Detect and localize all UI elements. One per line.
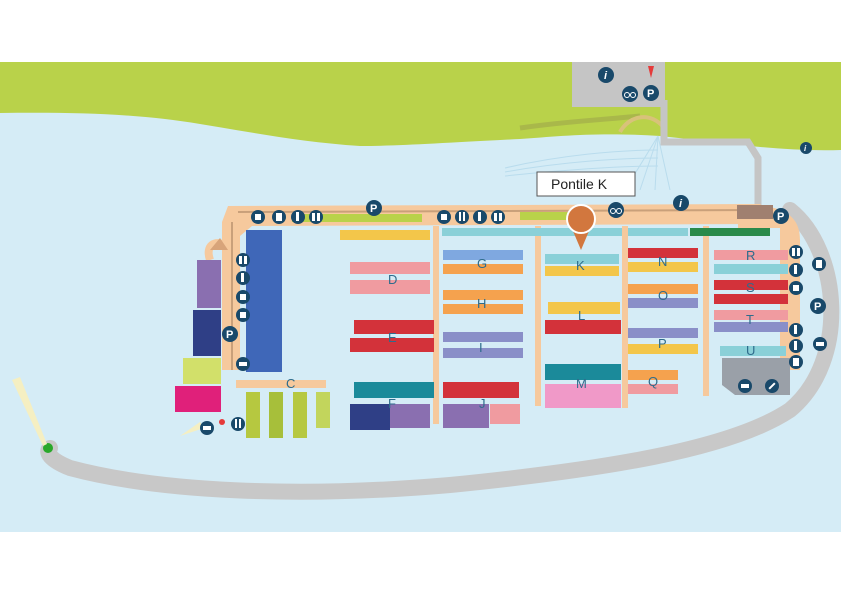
coffee-icon[interactable]: [437, 210, 451, 224]
light-beam-right: [180, 422, 204, 436]
pier-label-q: Q: [648, 374, 658, 389]
quay-green-strip: [292, 214, 422, 222]
pier-label-m: M: [576, 376, 587, 391]
waste-bin-icon[interactable]: [789, 355, 803, 369]
pier-label-c: C: [286, 376, 295, 391]
west-boathouse: [210, 238, 228, 250]
toilet-icon[interactable]: [491, 210, 505, 224]
bicycle-icon[interactable]: [608, 202, 624, 218]
pier-label-e: E: [388, 330, 397, 345]
pier-labels: C D E F G H I J K L M N O P Q R S T U: [286, 248, 755, 411]
shower-icon[interactable]: [789, 339, 803, 353]
svg-text:P: P: [647, 88, 654, 100]
pier-rstu-berths: [714, 250, 788, 356]
pier-label-g: G: [477, 256, 487, 271]
pier-label-o: O: [658, 288, 668, 303]
toilet-icon[interactable]: [236, 253, 250, 267]
svg-text:i: i: [679, 198, 683, 210]
pier-label-i: I: [479, 340, 483, 355]
service-icons[interactable]: P P P P P i i i: [200, 67, 827, 435]
coffee-icon[interactable]: [236, 290, 250, 304]
pier-label-j: J: [479, 396, 486, 411]
east-building: [737, 205, 773, 219]
restaurant-icon[interactable]: [455, 210, 469, 224]
access-road: [660, 100, 762, 215]
waste-bin-icon[interactable]: [272, 210, 286, 224]
parking-icon[interactable]: P: [643, 85, 659, 101]
pontile-callout: Pontile K: [536, 171, 636, 197]
car-icon[interactable]: [738, 379, 752, 393]
restaurant-icon[interactable]: [231, 417, 245, 431]
svg-text:P: P: [777, 211, 784, 223]
repair-wrench-icon[interactable]: [765, 379, 779, 393]
callout-label: Pontile K: [551, 176, 608, 192]
pier-label-t: T: [746, 312, 754, 327]
parking-icon[interactable]: P: [773, 208, 789, 224]
boat-ramp-icon[interactable]: [813, 337, 827, 351]
parking-icon[interactable]: P: [222, 326, 238, 342]
pier-klm-berths: [545, 254, 621, 408]
pier-label-d: D: [388, 272, 397, 287]
svg-text:i: i: [604, 70, 608, 82]
shower-icon[interactable]: [789, 323, 803, 337]
shower-icon[interactable]: [236, 271, 250, 285]
toilet-icon[interactable]: [789, 245, 803, 259]
shower-icon[interactable]: [473, 210, 487, 224]
svg-text:i: i: [804, 144, 807, 153]
pier-ghij-berths: [442, 228, 622, 428]
fuel-icon: [219, 419, 225, 425]
pier-label-f: F: [388, 396, 396, 411]
pier-def-berths: [340, 230, 434, 430]
pier-label-n: N: [658, 254, 667, 269]
parking-icon[interactable]: P: [366, 200, 382, 216]
quay-green-strip-2: [520, 212, 570, 220]
parking-icon[interactable]: P: [810, 298, 826, 314]
light-beam: [12, 377, 47, 446]
svg-text:P: P: [814, 301, 821, 313]
pier-label-u: U: [746, 343, 755, 358]
land-path: [519, 113, 641, 131]
pier-label-p: P: [658, 336, 667, 351]
svg-text:P: P: [226, 329, 233, 341]
north-arrow-icon: [648, 66, 654, 78]
repair-yard: [722, 358, 790, 395]
info-icon[interactable]: i: [598, 67, 614, 83]
location-pin-icon[interactable]: [566, 204, 596, 250]
car-icon[interactable]: [236, 357, 250, 371]
toilet-icon[interactable]: [309, 210, 323, 224]
coffee-icon[interactable]: [789, 281, 803, 295]
pier-nopq-berths: [628, 228, 770, 394]
pier-label-l: L: [578, 308, 585, 323]
bicycle-icon[interactable]: [622, 86, 638, 102]
coffee-icon[interactable]: [236, 308, 250, 322]
pier-c-berths: [175, 230, 330, 438]
pier-label-s: S: [746, 280, 755, 295]
breakwater: [40, 202, 840, 500]
shower-icon[interactable]: [789, 263, 803, 277]
boat-ramp-icon[interactable]: [200, 421, 214, 435]
coffee-icon[interactable]: [251, 210, 265, 224]
info-icon[interactable]: i: [800, 142, 812, 154]
pier-label-k: K: [576, 258, 585, 273]
shower-icon[interactable]: [291, 210, 305, 224]
pier-label-h: H: [477, 296, 486, 311]
lighthouse-green-light: [43, 443, 53, 453]
waste-bin-icon[interactable]: [812, 257, 826, 271]
pier-stems: [236, 226, 709, 424]
info-icon[interactable]: i: [673, 195, 689, 211]
svg-text:P: P: [370, 203, 377, 215]
pier-label-r: R: [746, 248, 755, 263]
